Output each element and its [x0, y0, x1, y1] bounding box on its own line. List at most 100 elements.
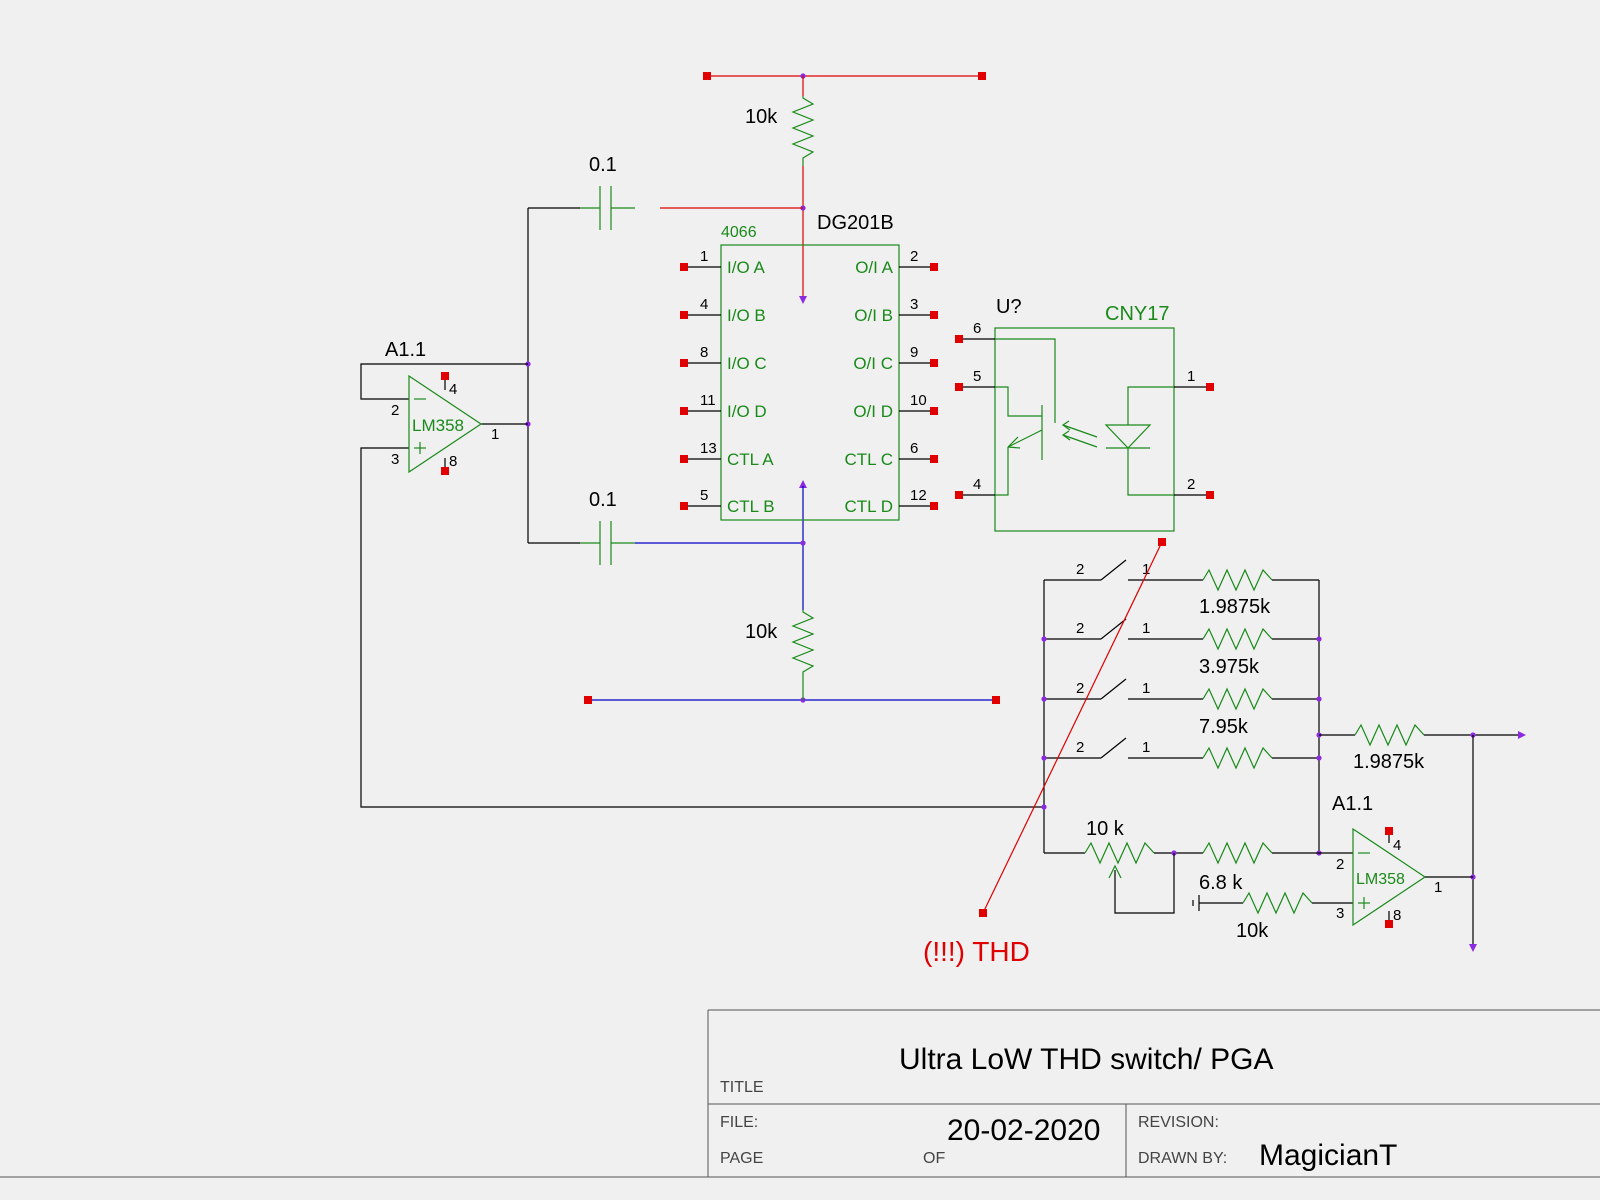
- emitter-arrow-icon: [1007, 436, 1021, 449]
- ic-pin-number: 1: [700, 248, 708, 265]
- switch-pin-number: 1: [1142, 620, 1150, 637]
- ic-pin-number: 3: [910, 296, 918, 313]
- opamp-right[interactable]: LM358 A1.1 2 3 1 4 8: [1332, 793, 1473, 928]
- opto-pin6-pad[interactable]: [955, 335, 963, 343]
- pin-number: 4: [449, 381, 457, 398]
- ladder-resistor: [1202, 746, 1273, 770]
- ic-pin-pad[interactable]: [680, 455, 688, 463]
- capacitor-top[interactable]: 0.1: [580, 154, 635, 230]
- bottom-rail-left-pad[interactable]: [584, 696, 592, 704]
- junction: [1316, 696, 1322, 702]
- thd-marker-top-pad[interactable]: [1158, 538, 1166, 546]
- opamp-right-vminus-pad[interactable]: [1385, 920, 1393, 928]
- bottom-rail-right-pad[interactable]: [992, 696, 1000, 704]
- resistor-feedback[interactable]: 1.9875k: [1319, 723, 1524, 773]
- thd-marker: (!!!) THD: [923, 538, 1166, 967]
- opto-pin5-pad[interactable]: [955, 383, 963, 391]
- ladder-resistor: [1202, 568, 1273, 592]
- ic-pin-pad[interactable]: [680, 263, 688, 271]
- ic-pin-number: 4: [700, 296, 708, 313]
- light-arrows-icon: [1061, 420, 1098, 448]
- opto-pin4-pad[interactable]: [955, 491, 963, 499]
- pin-number: 4: [1393, 837, 1401, 854]
- potentiometer-10k[interactable]: 10 k: [1044, 818, 1203, 914]
- opto-ref: U?: [996, 296, 1022, 318]
- ic-pin-pad[interactable]: [680, 359, 688, 367]
- ic-pin-number: 2: [910, 248, 918, 265]
- ic-pin-pad[interactable]: [930, 263, 938, 271]
- pot-value: 10 k: [1086, 818, 1125, 840]
- ic-pin-number: 5: [700, 487, 708, 504]
- ic-pin-pad[interactable]: [930, 502, 938, 510]
- ic-pin-number: 8: [700, 344, 708, 361]
- ic-pin-name: I/O A: [727, 258, 765, 277]
- ladder-value-1: 1.9875k: [1199, 596, 1271, 618]
- junction: [1041, 755, 1047, 761]
- ic-dg201b[interactable]: 4066 DG201B: [720, 212, 900, 521]
- optocoupler-cny17[interactable]: U? CNY17 6 5 4 1 2: [955, 296, 1214, 532]
- pin-number: 3: [1336, 905, 1344, 922]
- feedback-value: 1.9875k: [1353, 751, 1425, 773]
- ladder-value-3: 7.95k: [1199, 716, 1249, 738]
- ic-pin-pad[interactable]: [680, 502, 688, 510]
- ic-pin-pad[interactable]: [680, 311, 688, 319]
- pin-number: 2: [1336, 856, 1344, 873]
- resistor-6k8[interactable]: 6.8 k 10k: [1192, 872, 1353, 942]
- ic-pin-name: CTL C: [845, 450, 894, 469]
- ic-pin-name: O/I C: [853, 354, 893, 373]
- pin-number: 1: [1434, 879, 1442, 896]
- switch-pin-number: 2: [1076, 680, 1084, 697]
- pin-number: 5: [973, 368, 981, 385]
- junction: [1316, 636, 1322, 642]
- opto-pin2-pad[interactable]: [1206, 491, 1214, 499]
- top-rail-left-pad[interactable]: [703, 72, 711, 80]
- ladder-resistor: [1202, 627, 1273, 651]
- thd-marker-bottom-pad[interactable]: [979, 909, 987, 917]
- opamp-left-vplus-pad[interactable]: [441, 372, 449, 380]
- opto-pin1-pad[interactable]: [1206, 383, 1214, 391]
- revision-label: REVISION:: [1138, 1114, 1219, 1131]
- switch-pin-number: 1: [1142, 561, 1150, 578]
- led-icon: [1104, 424, 1152, 449]
- junction: [1316, 755, 1322, 761]
- ic-pin-pad[interactable]: [680, 407, 688, 415]
- ic-pin-pad[interactable]: [930, 311, 938, 319]
- resistor-input[interactable]: [1202, 841, 1353, 865]
- switch-blade: [1100, 678, 1127, 700]
- r10k-value: 10k: [1236, 920, 1269, 942]
- title-label: TITLE: [720, 1079, 764, 1096]
- ic-pin-name: O/I D: [853, 402, 893, 421]
- ic-name: DG201B: [817, 212, 894, 234]
- top-rail-right-pad[interactable]: [978, 72, 986, 80]
- capacitor-top-value: 0.1: [589, 154, 617, 176]
- thd-note: (!!!) THD: [923, 936, 1030, 967]
- resistor-top-10k[interactable]: 10k: [745, 96, 815, 166]
- opamp-left-vminus-pad[interactable]: [441, 467, 449, 475]
- pin-number: 6: [973, 320, 981, 337]
- switch-pin-number: 1: [1142, 680, 1150, 697]
- opamp-right-vplus-pad[interactable]: [1385, 827, 1393, 835]
- capacitor-bottom[interactable]: 0.1: [580, 489, 635, 565]
- ic-pin-pad[interactable]: [930, 455, 938, 463]
- resistor-bottom-10k[interactable]: 10k: [745, 610, 815, 700]
- arrow-up-icon: [799, 480, 807, 488]
- ic-pin-pad[interactable]: [930, 359, 938, 367]
- wiper-arrow-icon: [1108, 864, 1122, 879]
- ic-pin-pad[interactable]: [930, 407, 938, 415]
- drawn-by-label: DRAWN BY:: [1138, 1150, 1227, 1167]
- author: MagicianT: [1259, 1139, 1397, 1172]
- ic-pin-name: CTL A: [727, 450, 774, 469]
- ic-pin-number: 10: [910, 392, 927, 409]
- pin-number: 1: [1187, 368, 1195, 385]
- pin-number: 8: [449, 453, 457, 470]
- opamp-left[interactable]: LM358 A1.1 2 3 1 4 8: [385, 339, 499, 475]
- switch-pin-number: 2: [1076, 620, 1084, 637]
- switch-blade: [1100, 737, 1127, 759]
